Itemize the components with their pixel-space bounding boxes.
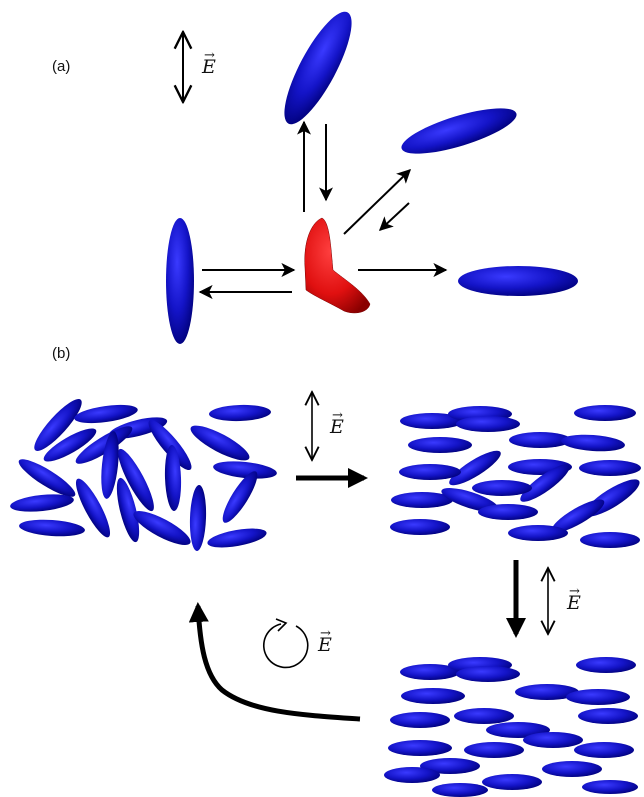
- ellipsoid-right: [458, 266, 578, 296]
- bent-molecule: [305, 218, 370, 313]
- ellipsoid-upper-right: [397, 99, 521, 163]
- molecule: [508, 525, 568, 541]
- arrow-upper-right-to-center: [380, 203, 409, 230]
- molecule: [390, 712, 450, 728]
- molecule: [574, 405, 636, 421]
- molecule: [482, 774, 542, 790]
- panel-label-b: (b): [52, 345, 70, 362]
- field-label: →E: [318, 636, 332, 655]
- panel-a: [166, 4, 578, 344]
- field-label: →E: [330, 418, 344, 437]
- molecule: [472, 480, 532, 496]
- process-arrow-return: [198, 606, 360, 719]
- molecule: [574, 742, 634, 758]
- molecule: [582, 780, 638, 794]
- molecule: [130, 505, 195, 551]
- vector-arrow-mark: →: [332, 409, 343, 422]
- field-label: →E: [567, 594, 581, 613]
- molecule: [187, 420, 254, 467]
- vector-arrow-mark: →: [320, 627, 331, 640]
- panel-label-a: (a): [52, 58, 70, 75]
- molecule: [456, 666, 520, 682]
- ellipsoid-left: [166, 218, 194, 344]
- molecule: [390, 519, 450, 535]
- molecule: [384, 767, 440, 783]
- molecule: [399, 464, 461, 480]
- ellipsoid-top: [273, 4, 364, 132]
- molecule: [19, 518, 86, 539]
- vector-arrow-mark: →: [204, 49, 215, 62]
- aligned-cluster: [384, 657, 638, 797]
- molecule: [566, 689, 630, 705]
- field-label: →E: [202, 58, 216, 77]
- molecule: [401, 688, 465, 704]
- vector-arrow-mark: →: [569, 585, 580, 598]
- molecule: [542, 761, 602, 777]
- molecule: [388, 740, 452, 756]
- molecule: [578, 708, 638, 724]
- molecule: [579, 460, 641, 476]
- partially-aligned-cluster: [390, 405, 644, 548]
- molecule: [580, 532, 640, 548]
- molecule: [576, 657, 636, 673]
- molecule: [464, 742, 524, 758]
- molecule: [456, 416, 520, 432]
- molecule: [206, 525, 268, 551]
- molecule: [209, 404, 272, 422]
- molecule: [408, 437, 472, 453]
- molecule: [454, 708, 514, 724]
- isotropic-cluster: [9, 394, 277, 552]
- molecule: [561, 433, 626, 453]
- molecule: [432, 783, 488, 797]
- molecule: [478, 504, 538, 520]
- field-rotating-icon: [264, 619, 308, 667]
- arrow-center-to-upper-right: [344, 170, 410, 234]
- molecule: [523, 732, 583, 748]
- panel-b: [9, 392, 644, 797]
- molecule: [189, 485, 207, 552]
